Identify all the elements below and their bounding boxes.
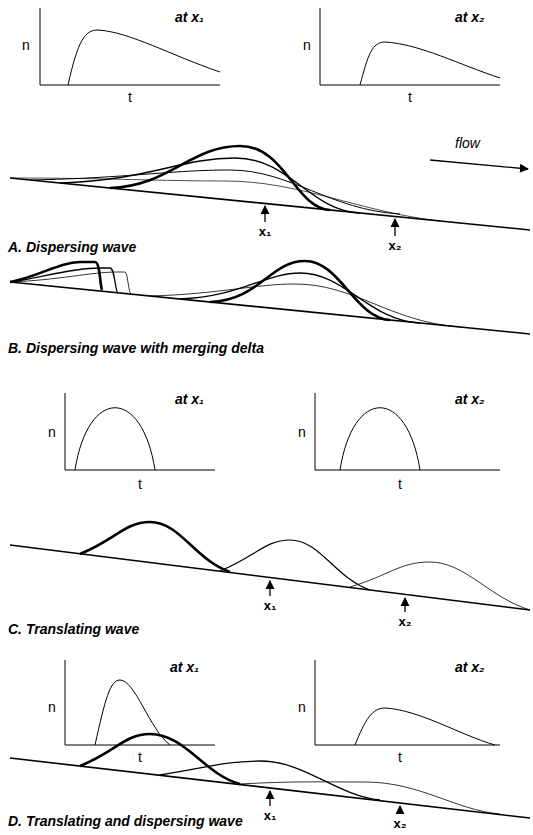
axis-label: t — [128, 90, 132, 104]
wave-profile — [350, 562, 530, 610]
wave-profile — [180, 273, 420, 323]
wave-profile — [80, 522, 230, 572]
plot-title: at x₂ — [455, 392, 484, 406]
plot-axes — [320, 8, 500, 85]
wave-profile — [30, 170, 400, 214]
axis-label: t — [138, 750, 142, 764]
wave-profile — [210, 261, 390, 320]
plot-curve — [75, 408, 155, 470]
plot-axes — [40, 8, 220, 85]
location-arrow — [264, 206, 265, 222]
plot-curve — [355, 708, 495, 745]
axis-label: t — [138, 477, 142, 491]
location-arrow — [394, 219, 395, 236]
axis-label: t — [408, 90, 412, 104]
location-arrow — [404, 598, 405, 612]
flow-arrow — [430, 160, 528, 169]
location-label: x₂ — [393, 817, 406, 830]
delta-profile — [10, 262, 102, 290]
panel-title: B. Dispersing wave with merging delta — [8, 341, 264, 355]
location-arrow — [399, 806, 400, 814]
wave-profile — [10, 178, 440, 221]
axis-label: t — [398, 750, 402, 764]
axis-label: n — [48, 700, 56, 714]
location-arrow — [269, 581, 270, 596]
axis-label: n — [22, 38, 30, 52]
location-label: x₁ — [264, 599, 277, 612]
wave-profile — [80, 734, 240, 784]
location-label: x₁ — [264, 809, 277, 822]
plot-axes — [65, 660, 215, 745]
plot-title: at x₁ — [175, 10, 204, 24]
location-arrow — [269, 791, 270, 806]
panel-title: D. Translating and dispersing wave — [8, 814, 243, 828]
axis-label: n — [298, 700, 306, 714]
wave-profile — [110, 146, 330, 210]
axis-label: n — [48, 425, 56, 439]
location-label: x₂ — [398, 615, 411, 628]
wave-profile — [150, 284, 460, 327]
plot-axes — [65, 393, 215, 470]
wave-profile — [240, 782, 500, 814]
axis-label: t — [398, 477, 402, 491]
plot-title: at x₁ — [170, 660, 199, 674]
axis-label: n — [303, 38, 311, 52]
plot-title: at x₂ — [455, 10, 484, 24]
plot-curve — [360, 42, 500, 85]
wave-profile — [220, 540, 370, 590]
bed-line — [10, 178, 530, 230]
plot-curve — [68, 30, 220, 85]
axis-label: n — [298, 425, 306, 439]
location-label: x₁ — [259, 225, 272, 238]
panel-title: C. Translating wave — [8, 622, 139, 636]
plot-axes — [315, 660, 500, 745]
plot-title: at x₁ — [175, 392, 204, 406]
flow-label: flow — [455, 136, 480, 150]
plot-axes — [315, 393, 500, 470]
bed-line — [10, 282, 530, 334]
plot-title: at x₂ — [455, 660, 484, 674]
panel-title: A. Dispersing wave — [8, 240, 136, 254]
location-label: x₂ — [388, 239, 401, 252]
plot-curve — [340, 408, 420, 470]
